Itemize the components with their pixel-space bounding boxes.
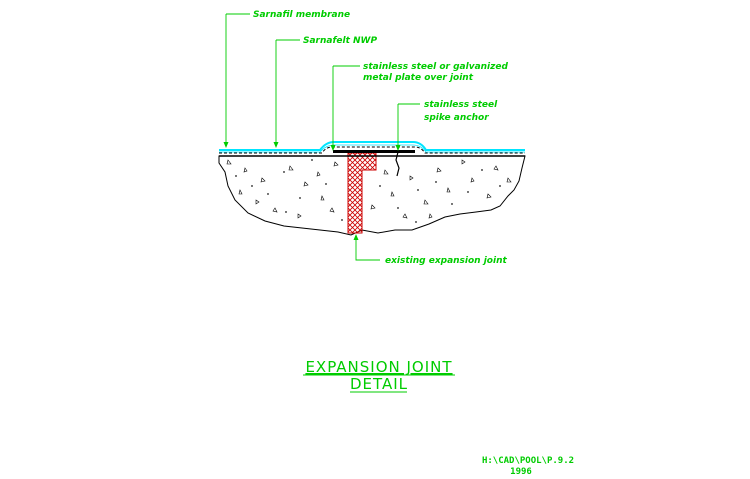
membrane-layer — [219, 141, 525, 151]
leader-existing-joint — [355, 236, 380, 261]
concrete-aggregate — [226, 159, 512, 223]
metal-plate — [333, 150, 415, 153]
title-line1: EXPANSION JOINT — [305, 358, 452, 376]
label-existing-joint: existing expansion joint — [385, 256, 507, 266]
label-plate-line1: stainless steel or galvanized — [363, 62, 508, 72]
label-plate-line2: metal plate over joint — [363, 73, 474, 83]
label-anchor-line1: stainless steel — [424, 100, 498, 110]
felt-layer — [219, 146, 525, 154]
title-line2: DETAIL — [350, 375, 408, 393]
label-membrane: Sarnafil membrane — [253, 10, 350, 20]
label-anchor-line2: spike anchor — [424, 113, 489, 123]
file-year: 1996 — [510, 467, 532, 477]
concrete-slab — [218, 155, 526, 236]
leader-lines — [225, 13, 420, 261]
label-felt: Sarnafelt NWP — [303, 36, 377, 46]
file-reference: H:\CAD\POOL\P.9.2 — [482, 456, 574, 466]
leader-arrows — [223, 142, 401, 240]
membrane-layer-lower — [219, 144, 525, 153]
